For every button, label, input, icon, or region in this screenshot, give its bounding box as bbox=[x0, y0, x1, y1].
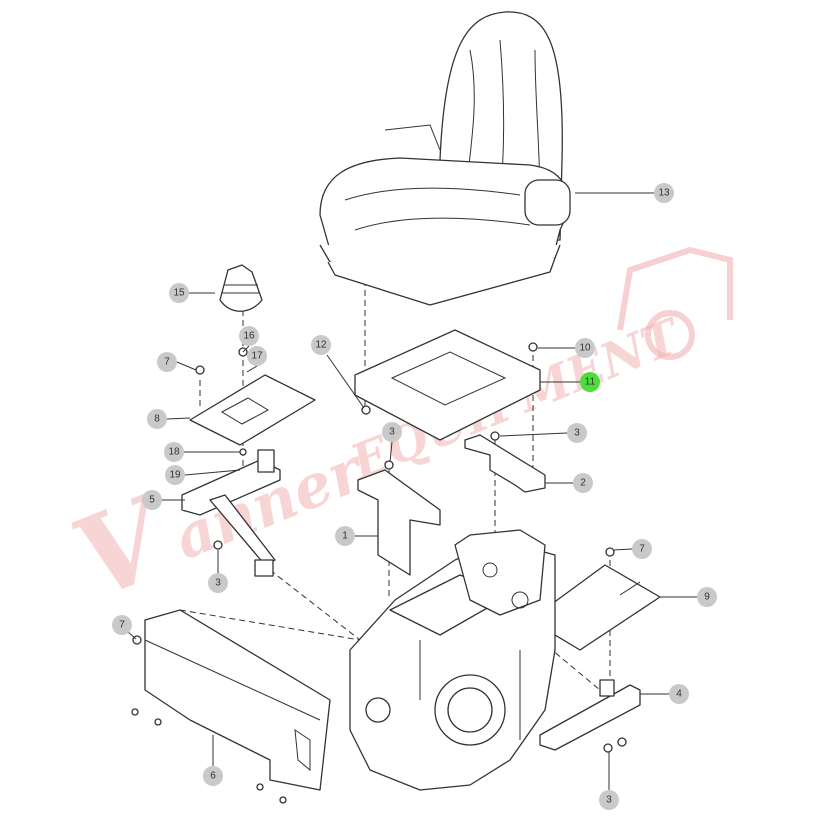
callout-label: 3 bbox=[389, 427, 395, 438]
callout-3[interactable]: 3 bbox=[382, 422, 402, 442]
callout-label: 10 bbox=[579, 343, 591, 354]
callout-label: 15 bbox=[173, 288, 185, 299]
callout-3[interactable]: 3 bbox=[599, 790, 619, 810]
boot-part-15 bbox=[219, 264, 263, 312]
callout-label: 16 bbox=[243, 331, 255, 342]
leader-lines bbox=[127, 192, 697, 790]
callout-7[interactable]: 7 bbox=[157, 352, 177, 372]
bracket-part-2 bbox=[464, 434, 546, 493]
transmission-housing bbox=[349, 529, 556, 791]
callout-5[interactable]: 5 bbox=[142, 490, 162, 510]
callout-9[interactable]: 9 bbox=[697, 587, 717, 607]
callout-label: 12 bbox=[315, 340, 327, 351]
callout-16[interactable]: 16 bbox=[239, 326, 259, 346]
callout-18[interactable]: 18 bbox=[164, 442, 184, 462]
seat-plate-part-11 bbox=[354, 329, 541, 441]
bracket-part-5 bbox=[181, 449, 281, 577]
callout-1[interactable]: 1 bbox=[335, 526, 355, 546]
callout-6[interactable]: 6 bbox=[203, 766, 223, 786]
callout-label: 1 bbox=[342, 531, 348, 542]
callout-10[interactable]: 10 bbox=[575, 338, 595, 358]
callout-label: 19 bbox=[169, 470, 181, 481]
callout-label: 7 bbox=[164, 357, 170, 368]
callouts: 13 15 16 17 7 8 18 19 5 3 12 10 11 3 3 2… bbox=[112, 183, 717, 810]
callout-7[interactable]: 7 bbox=[632, 539, 652, 559]
callout-19[interactable]: 19 bbox=[165, 465, 185, 485]
plate-part-8 bbox=[189, 374, 316, 446]
callout-label: 3 bbox=[606, 795, 612, 806]
callout-label: 7 bbox=[119, 620, 125, 631]
seat-part-13 bbox=[319, 11, 571, 306]
bracket-part-1 bbox=[357, 469, 441, 576]
bracket-part-4 bbox=[539, 679, 641, 751]
callout-label: 8 bbox=[154, 414, 160, 425]
callout-3[interactable]: 3 bbox=[208, 573, 228, 593]
callout-label: 3 bbox=[574, 428, 580, 439]
callout-8[interactable]: 8 bbox=[147, 409, 167, 429]
callout-4[interactable]: 4 bbox=[669, 684, 689, 704]
callout-label: 17 bbox=[251, 351, 263, 362]
callout-15[interactable]: 15 bbox=[169, 283, 189, 303]
callout-label: 18 bbox=[168, 447, 180, 458]
callout-7[interactable]: 7 bbox=[112, 615, 132, 635]
callout-label: 3 bbox=[215, 578, 221, 589]
callout-17[interactable]: 17 bbox=[247, 346, 267, 366]
callout-11-highlighted[interactable]: 11 bbox=[580, 372, 600, 392]
callout-13[interactable]: 13 bbox=[654, 183, 674, 203]
callout-label: 11 bbox=[585, 377, 596, 388]
svg-text:V: V bbox=[56, 469, 192, 624]
callout-label: 4 bbox=[676, 689, 682, 700]
callout-label: 7 bbox=[639, 544, 645, 555]
callout-label: 13 bbox=[658, 188, 670, 199]
callout-2[interactable]: 2 bbox=[573, 473, 593, 493]
callout-label: 9 bbox=[704, 592, 710, 603]
cover-part-6 bbox=[144, 609, 331, 791]
callout-label: 6 bbox=[210, 771, 216, 782]
callout-3[interactable]: 3 bbox=[567, 423, 587, 443]
callout-label: 2 bbox=[580, 478, 586, 489]
callout-12[interactable]: 12 bbox=[311, 335, 331, 355]
fasteners bbox=[131, 342, 627, 804]
callout-label: 5 bbox=[149, 495, 155, 506]
